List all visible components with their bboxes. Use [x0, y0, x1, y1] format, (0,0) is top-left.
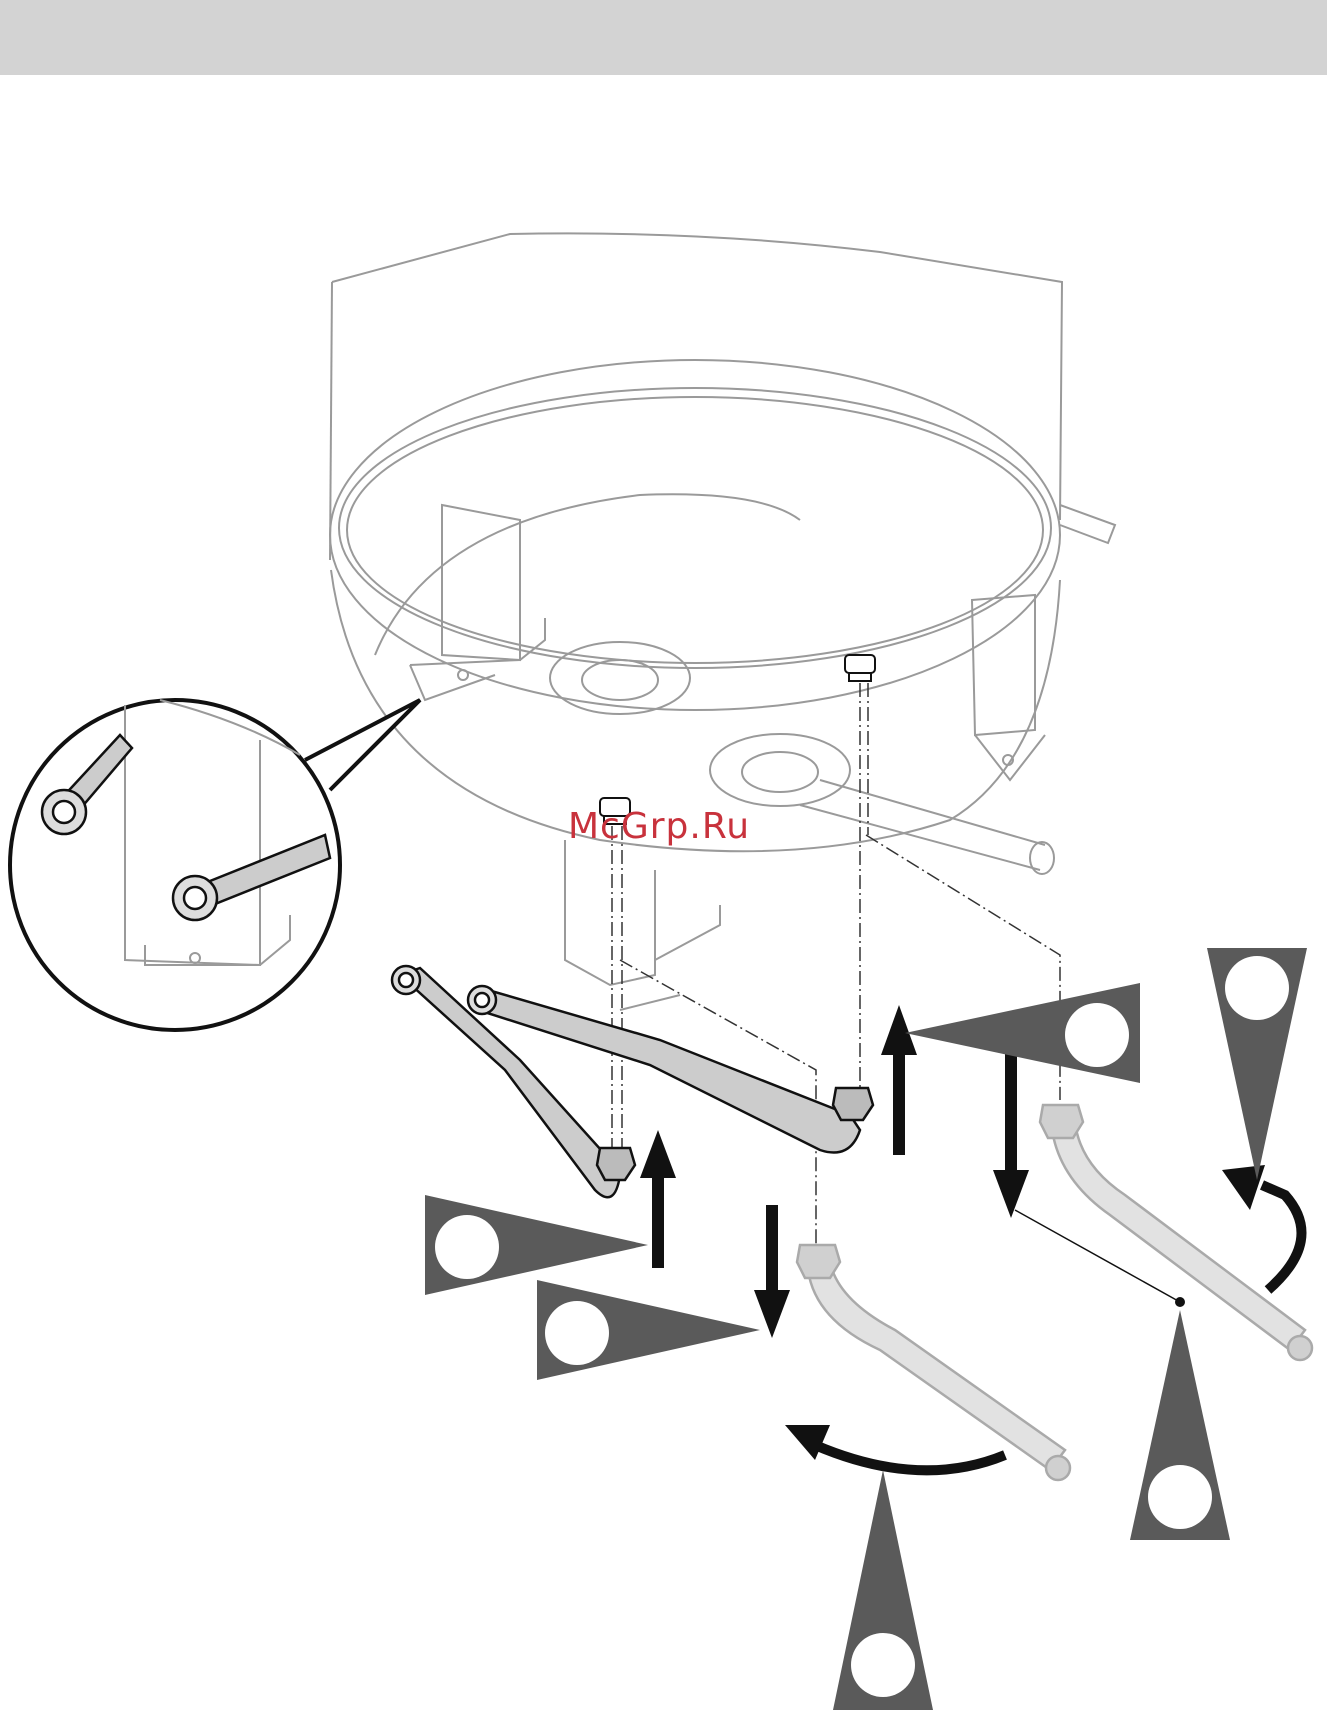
callout-left-lower: [537, 1280, 760, 1380]
arrow-down-left: [754, 1205, 790, 1338]
callout-right-top: [1207, 948, 1307, 1180]
arrow-rotate-bottom: [785, 1425, 1005, 1470]
mounting-bracket-lower: [565, 840, 720, 1010]
mounting-bracket-left: [410, 505, 545, 700]
callout-bottom-center: [833, 1470, 933, 1710]
callout-mid-right: [905, 983, 1140, 1083]
arrow-up-left: [640, 1130, 676, 1268]
tank-bottom: [330, 360, 1060, 851]
arrow-up-right: [881, 1005, 917, 1155]
callout-bottom-right: [1130, 1310, 1230, 1540]
mounting-bracket-right: [972, 595, 1045, 780]
pipe-ghost-right: [1040, 1105, 1312, 1360]
arrow-rotate-right: [1222, 1165, 1301, 1290]
guide-lines: [612, 683, 1060, 1250]
connector-nipple-right: [845, 655, 875, 681]
watermark: McGrp.Ru: [568, 806, 750, 847]
callout-left-upper: [425, 1195, 648, 1295]
detail-zoom-circle: [10, 700, 420, 1030]
pipe-ghost-bottom: [797, 1245, 1070, 1480]
